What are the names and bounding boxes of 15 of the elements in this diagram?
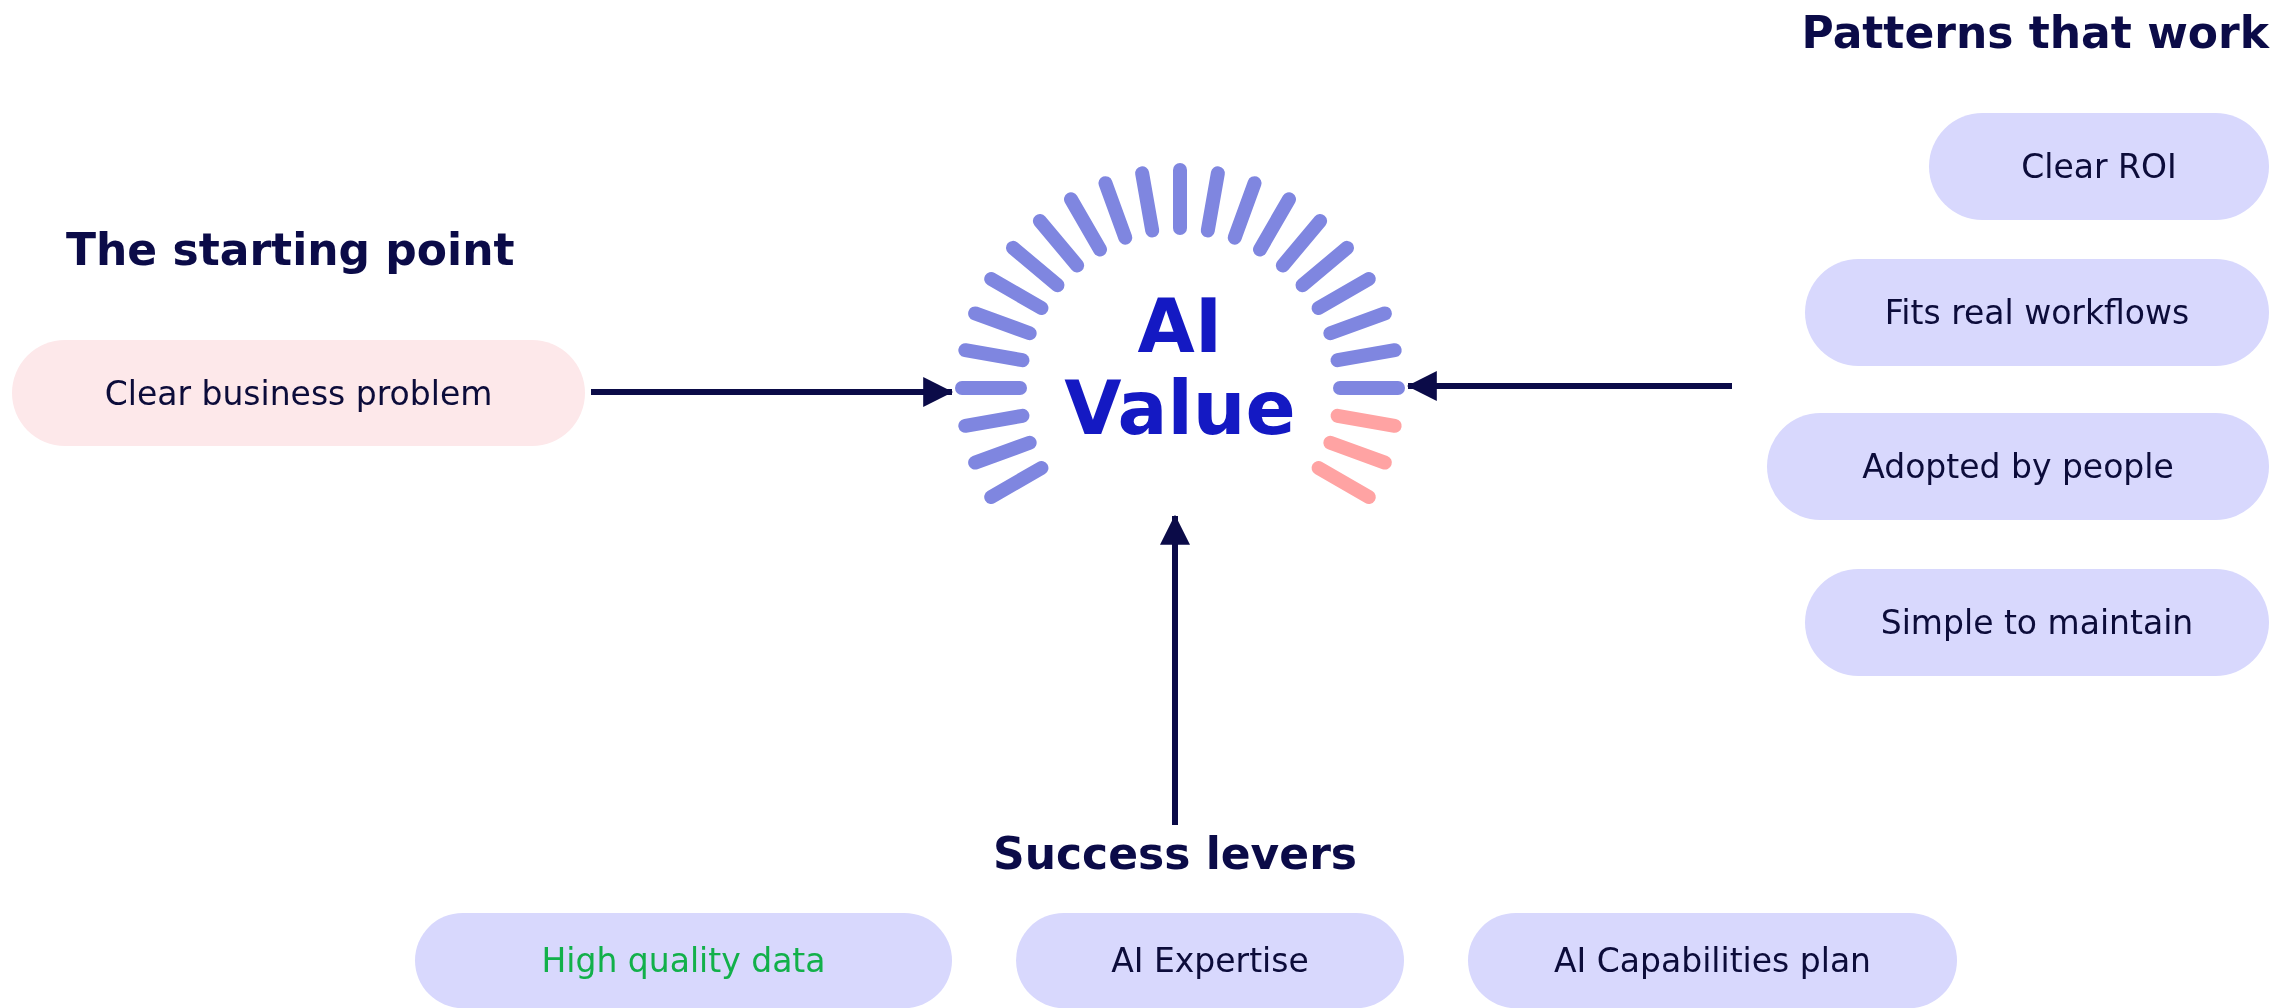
pill-box: Clear business problem [12, 340, 585, 446]
section-heading: Patterns that work [1800, 5, 2269, 60]
pill-box: AI Expertise [1016, 913, 1404, 1008]
pill-box: Clear ROI [1929, 113, 2269, 220]
pill-box: High quality data [415, 913, 952, 1008]
arrow [1160, 514, 1190, 825]
pill-box: Adopted by people [1767, 413, 2269, 520]
pill-box: Simple to maintain [1805, 569, 2269, 676]
gauge-title: AI Value [1063, 285, 1297, 449]
arrow [591, 377, 954, 407]
pill-box: AI Capabilities plan [1468, 913, 1957, 1008]
pill-box: Fits real workflows [1805, 259, 2269, 366]
section-heading: The starting point [66, 222, 516, 277]
arrow [1406, 371, 1732, 401]
section-heading: Success levers [965, 825, 1385, 881]
